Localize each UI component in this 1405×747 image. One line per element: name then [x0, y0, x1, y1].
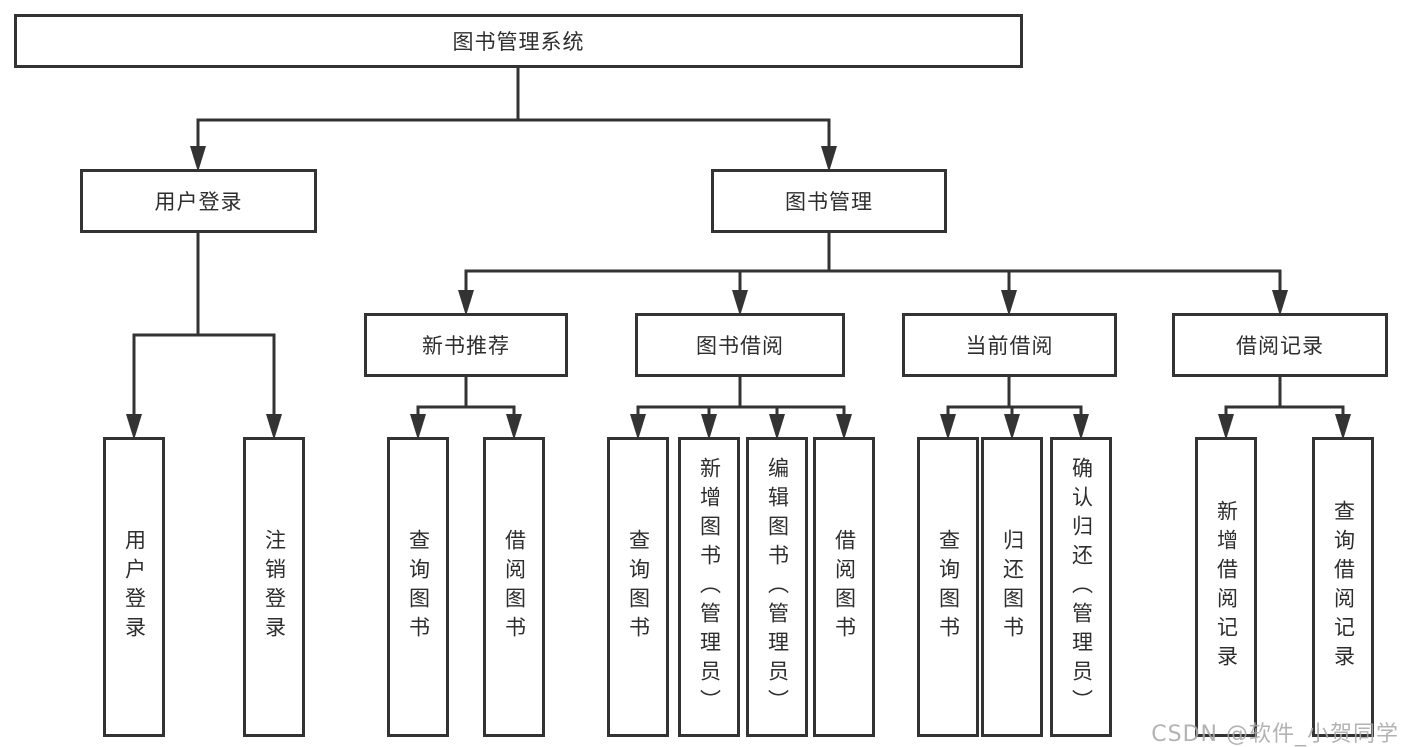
- leaf-edit-books-admin: 编辑图书（管理员）: [746, 437, 808, 737]
- leaf-query-books-recommend: 查询图书: [387, 437, 449, 737]
- leaf-return-books: 归还图书: [981, 437, 1043, 737]
- leaf-add-books-admin: 新增图书（管理员）: [678, 437, 740, 737]
- leaf-query-books-borrowing: 查询图书: [607, 437, 669, 737]
- node-current-borrowing: 当前借阅: [902, 313, 1117, 377]
- node-book-borrowing: 图书借阅: [635, 313, 845, 377]
- leaf-confirm-return-admin: 确认归还（管理员）: [1050, 437, 1112, 737]
- leaf-logout: 注销登录: [243, 437, 305, 737]
- leaf-user-login: 用户登录: [103, 437, 165, 737]
- csdn-watermark: CSDN @软件_小贺同学: [1151, 722, 1399, 747]
- node-borrowing-records: 借阅记录: [1172, 313, 1388, 377]
- node-new-book-recommend: 新书推荐: [364, 313, 568, 377]
- leaf-add-borrow-record: 新增借阅记录: [1195, 437, 1257, 737]
- node-book-management: 图书管理: [711, 169, 947, 233]
- leaf-query-borrow-record: 查询借阅记录: [1312, 437, 1374, 737]
- leaf-borrow-books-recommend: 借阅图书: [483, 437, 545, 737]
- leaf-borrow-books: 借阅图书: [813, 437, 875, 737]
- leaf-query-books-current: 查询图书: [917, 437, 979, 737]
- node-user-login: 用户登录: [80, 169, 317, 233]
- node-library-system: 图书管理系统: [14, 14, 1023, 68]
